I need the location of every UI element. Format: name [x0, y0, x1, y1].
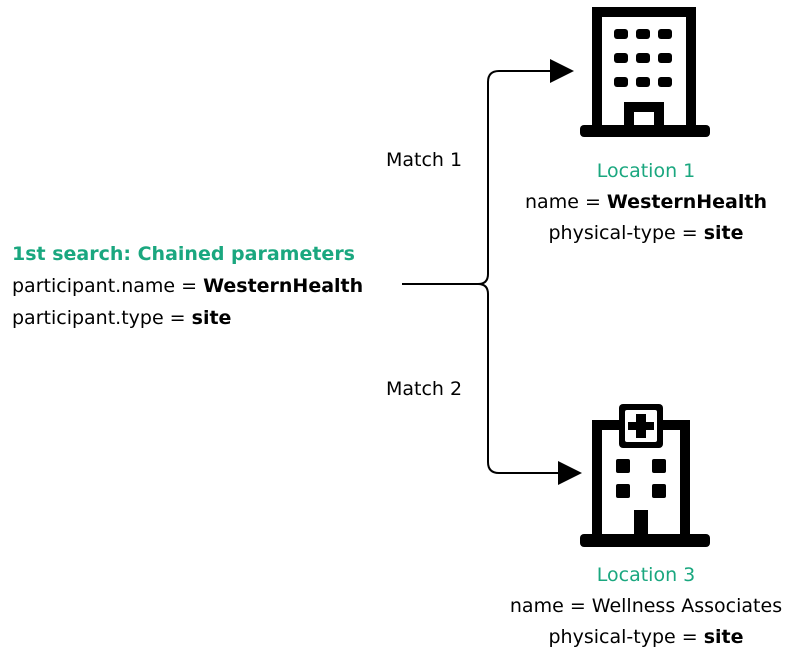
location-1-name: name = WesternHealth — [496, 187, 796, 218]
hospital-icon — [580, 404, 710, 547]
search-param-name-value: WesternHealth — [203, 275, 364, 297]
location-1-type-label: physical-type = — [548, 222, 704, 244]
search-param-type-label: participant.type = — [12, 307, 192, 329]
connector-branch-match-2 — [477, 283, 562, 474]
match-1-label: Match 1 — [386, 149, 463, 171]
location-1-caption: Location 1 name = WesternHealth physical… — [496, 156, 796, 249]
location-3-name: name = Wellness Associates — [509, 595, 783, 617]
search-param-name: participant.name = WesternHealth — [12, 270, 392, 302]
office-building-icon — [580, 7, 710, 137]
match-2-label: Match 2 — [386, 378, 463, 400]
arrowhead-match-2 — [558, 461, 582, 485]
search-block: 1st search: Chained parameters participa… — [12, 238, 392, 334]
connector-branch-match-1 — [477, 70, 552, 285]
location-3-type: physical-type = site — [496, 622, 796, 653]
location-3-type-value: site — [703, 626, 744, 648]
search-param-type-value: site — [191, 307, 232, 329]
location-1-name-value: WesternHealth — [606, 191, 767, 213]
location-3-type-label: physical-type = — [548, 626, 704, 648]
location-1-type: physical-type = site — [496, 218, 796, 249]
search-param-type: participant.type = site — [12, 302, 392, 334]
arrowhead-match-1 — [550, 59, 574, 83]
location-1-type-value: site — [703, 222, 744, 244]
location-3-caption: Location 3 name = Wellness Associates ph… — [496, 560, 796, 653]
location-1-title: Location 1 — [596, 160, 696, 182]
location-1-name-label: name = — [525, 191, 607, 213]
search-param-name-label: participant.name = — [12, 275, 204, 297]
location-3-title: Location 3 — [596, 564, 696, 586]
search-title: 1st search: Chained parameters — [12, 243, 355, 265]
